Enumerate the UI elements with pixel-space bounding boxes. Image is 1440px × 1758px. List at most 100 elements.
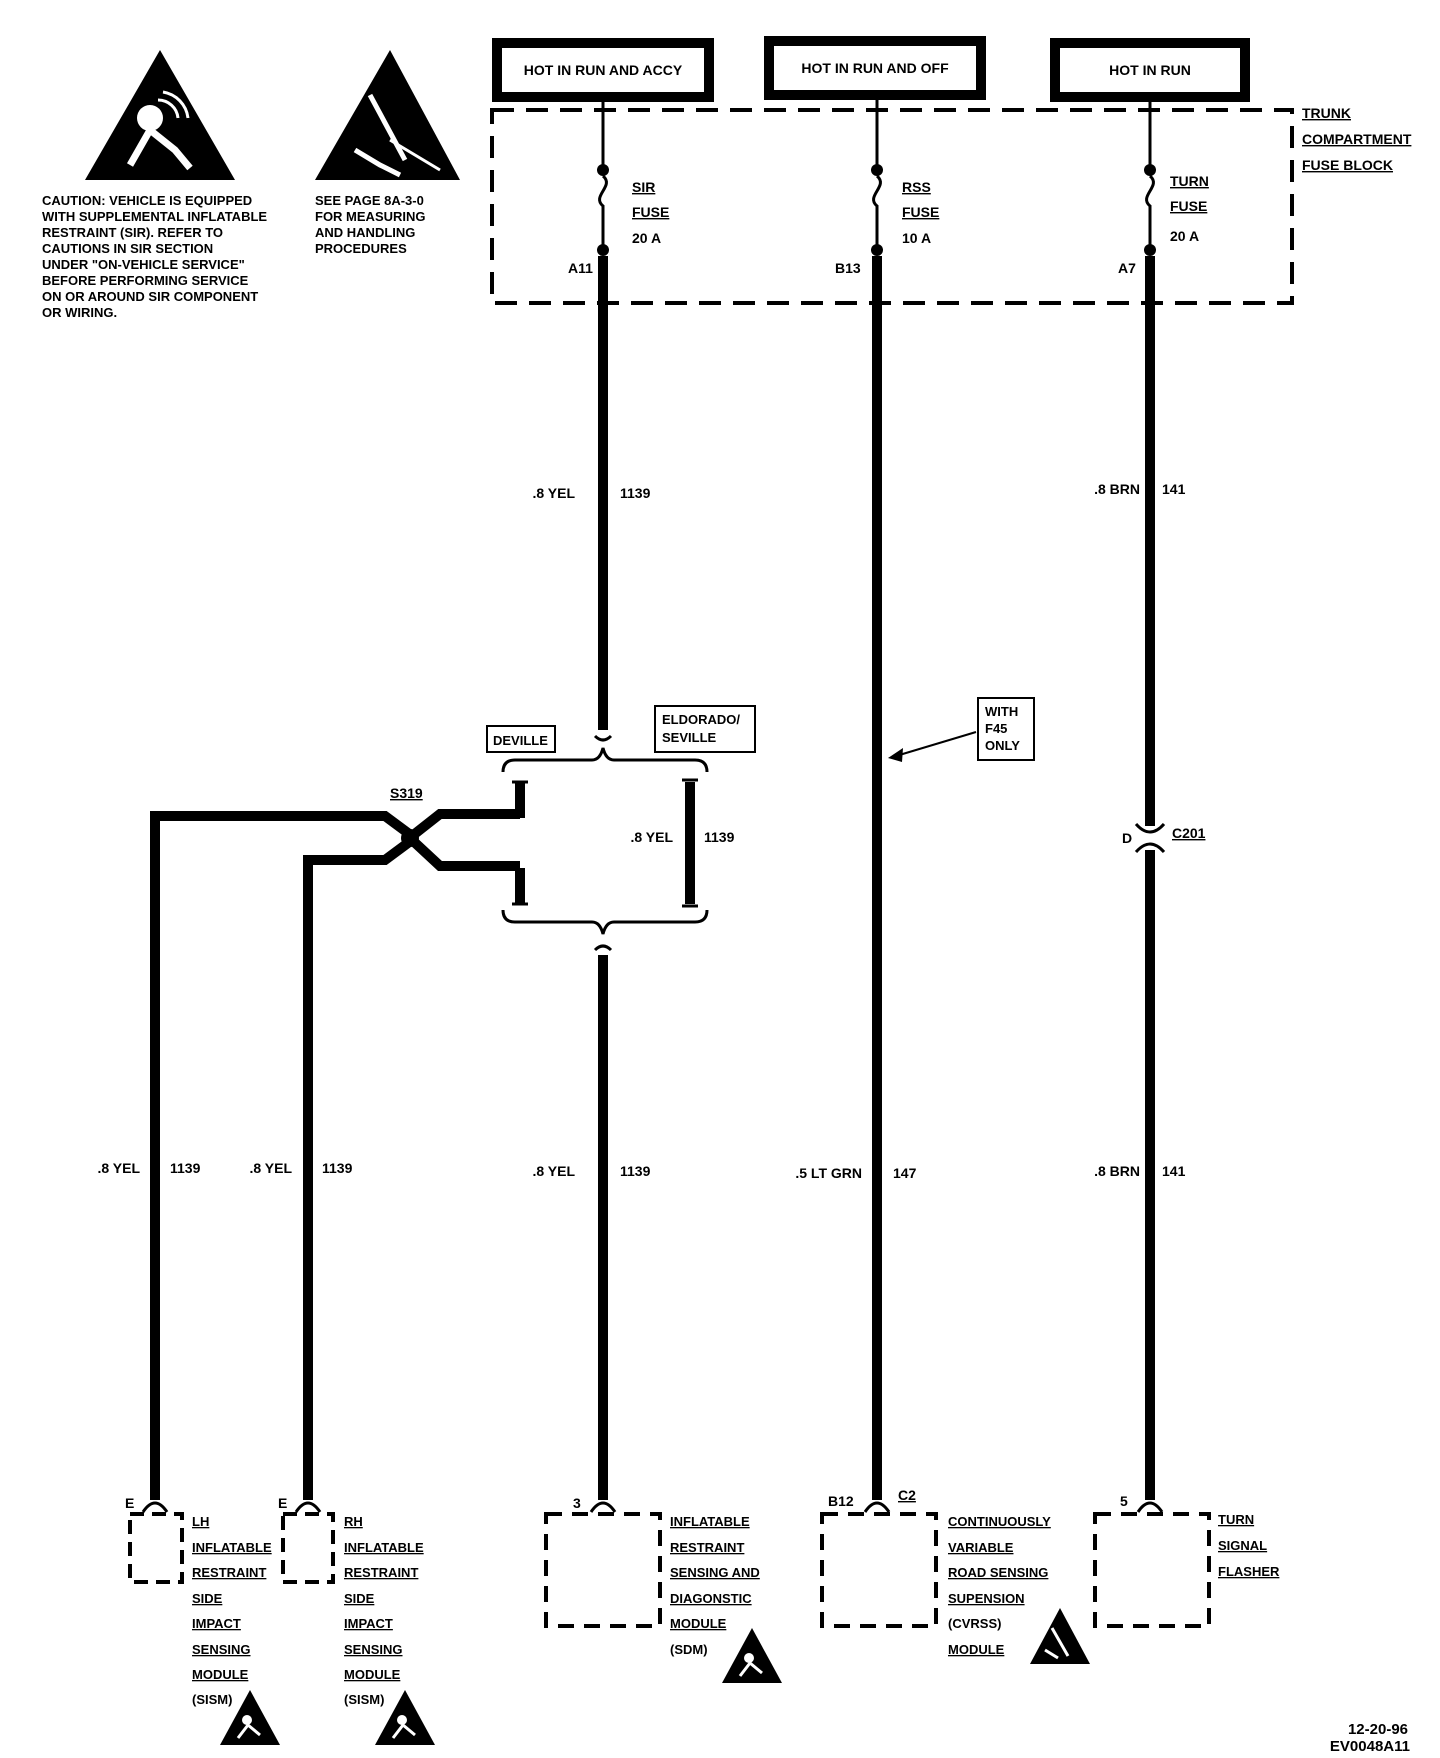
wire-splice-rh <box>303 833 520 1500</box>
fuse-rating: 10 A <box>902 230 931 246</box>
component-label-line: CONTINUOUSLY <box>948 1514 1051 1529</box>
component-label-line: SENSING AND <box>670 1565 760 1580</box>
component-turn-flasher: 5 TURN SIGNAL FLASHER <box>1093 1493 1280 1628</box>
wire-circuit: 1139 <box>170 1160 201 1176</box>
component-label-line: SIDE <box>344 1591 375 1606</box>
option-label-text: SEVILLE <box>662 730 717 745</box>
option-label-text: DEVILLE <box>493 733 548 748</box>
component-label-line: RESTRAINT <box>670 1540 744 1555</box>
option-brace-bottom <box>501 909 709 935</box>
sir-airbag-warning-icon <box>85 50 235 180</box>
wire-circuit: 1139 <box>620 1163 651 1179</box>
component-label-line: (SISM) <box>192 1692 232 1707</box>
component-label-line: ROAD SENSING <box>948 1565 1048 1580</box>
caution-line: RESTRAINT (SIR). REFER TO <box>42 225 223 240</box>
component-label-line: MODULE <box>344 1667 401 1682</box>
option-brace-top <box>501 747 709 773</box>
wire-size-color: .8 YEL <box>532 1163 575 1179</box>
wire-circuit: 147 <box>893 1165 917 1181</box>
sir-airbag-warning-icon <box>375 1690 435 1745</box>
option-deville-label: DEVILLE <box>486 725 556 753</box>
fuse-terminal: A11 <box>568 260 593 276</box>
component-sdm: 3 INFLATABLE RESTRAINT SENSING AND DIAGO… <box>544 1495 760 1657</box>
power-label-off: HOT IN RUN AND OFF <box>764 36 986 100</box>
component-label-line: MODULE <box>670 1616 727 1631</box>
wire-size-color: .8 BRN <box>1094 1163 1140 1179</box>
wire-circuit: 1139 <box>704 829 735 845</box>
fuse-name: FUSE <box>1170 198 1207 214</box>
wire-circuit: 1139 <box>620 485 651 501</box>
wire-size-color: .8 YEL <box>249 1160 292 1176</box>
component-label-line: SENSING <box>192 1642 251 1657</box>
wire-size-color: .8 YEL <box>630 829 673 845</box>
component-label-line: RESTRAINT <box>344 1565 418 1580</box>
component-label-line: SIGNAL <box>1218 1538 1267 1553</box>
component-label-line: FLASHER <box>1218 1564 1280 1579</box>
fuse-name: SIR <box>632 179 655 195</box>
component-connector: C2 <box>898 1487 916 1503</box>
component-pin: 5 <box>1120 1493 1128 1509</box>
esd-note-line: PROCEDURES <box>315 241 407 256</box>
component-label-line: MODULE <box>948 1642 1005 1657</box>
fuse-block-label-line: FUSE BLOCK <box>1302 157 1393 173</box>
component-rh-sism: E RH INFLATABLE RESTRAINT SIDE IMPACT SE… <box>278 1495 424 1707</box>
fuse-rating: 20 A <box>632 230 661 246</box>
esd-note-line: AND HANDLING <box>315 225 415 240</box>
fuse-name: RSS <box>902 179 931 195</box>
component-label-line: INFLATABLE <box>670 1514 750 1529</box>
fuse-block-outline <box>490 108 1294 305</box>
caution-line: BEFORE PERFORMING SERVICE <box>42 273 249 288</box>
component-label-line: (SDM) <box>670 1642 708 1657</box>
component-label-line: TURN <box>1218 1512 1254 1527</box>
with-f45-note: WITH F45 ONLY <box>888 697 1035 762</box>
esd-warning-icon <box>1030 1608 1090 1664</box>
fuse-rating: 20 A <box>1170 228 1199 244</box>
splice-label: S319 <box>390 785 423 801</box>
footer-code: EV0048A11 <box>1330 1738 1410 1755</box>
component-label-line: IMPACT <box>344 1616 393 1631</box>
option-label-text: ELDORADO/ <box>662 712 740 727</box>
caution-line: WITH SUPPLEMENTAL INFLATABLE <box>42 209 267 224</box>
footer-date: 12-20-96 <box>1348 1721 1408 1738</box>
power-label-text: HOT IN RUN AND OFF <box>801 60 949 76</box>
fuse-name: TURN <box>1170 173 1209 189</box>
power-label-run: HOT IN RUN <box>1050 38 1250 102</box>
sir-airbag-warning-icon <box>220 1690 280 1745</box>
component-label-line: LH <box>192 1514 209 1529</box>
component-label-line: SENSING <box>344 1642 403 1657</box>
component-label-line: VARIABLE <box>948 1540 1014 1555</box>
fuse-terminal: A7 <box>1118 260 1136 276</box>
fuse-turn: TURN FUSE 20 A A7 <box>1118 102 1209 276</box>
connector-pin: D <box>1122 830 1132 846</box>
component-label-line: RESTRAINT <box>192 1565 266 1580</box>
fuse-rss: RSS FUSE 10 A B13 <box>835 100 939 276</box>
component-label-line: INFLATABLE <box>192 1540 272 1555</box>
caution-line: UNDER "ON-VEHICLE SERVICE" <box>42 257 245 272</box>
footer-stamp: 12-20-96 EV0048A11 <box>1330 1721 1410 1755</box>
sir-airbag-warning-icon <box>722 1628 782 1683</box>
wire-size-color: .8 YEL <box>97 1160 140 1176</box>
component-label-line: (CVRSS) <box>948 1616 1001 1631</box>
splice-s319-dot <box>401 829 419 847</box>
option-eldorado-label: ELDORADO/ SEVILLE <box>654 705 756 753</box>
caution-line: CAUTION: VEHICLE IS EQUIPPED <box>42 193 252 208</box>
component-label-line: SIDE <box>192 1591 223 1606</box>
connector-name: C201 <box>1172 825 1206 841</box>
component-pin: 3 <box>573 1495 581 1511</box>
component-label-line: RH <box>344 1514 363 1529</box>
wire-circuit: 141 <box>1162 1163 1186 1179</box>
component-label-line: MODULE <box>192 1667 249 1682</box>
component-label-line: SUPENSION <box>948 1591 1025 1606</box>
fuse-name: FUSE <box>632 204 669 220</box>
component-label-line: (SISM) <box>344 1692 384 1707</box>
wire-size-color: .8 YEL <box>532 485 575 501</box>
component-pin: E <box>278 1495 287 1511</box>
esd-warning-icon <box>315 50 460 180</box>
caution-line: OR WIRING. <box>42 305 117 320</box>
caution-line: ON OR AROUND SIR COMPONENT <box>42 289 258 304</box>
with-f45-line: F45 <box>985 721 1007 736</box>
fuse-block-label: TRUNK COMPARTMENT FUSE BLOCK <box>1302 105 1412 173</box>
esd-note-line: FOR MEASURING <box>315 209 426 224</box>
component-label-line: INFLATABLE <box>344 1540 424 1555</box>
